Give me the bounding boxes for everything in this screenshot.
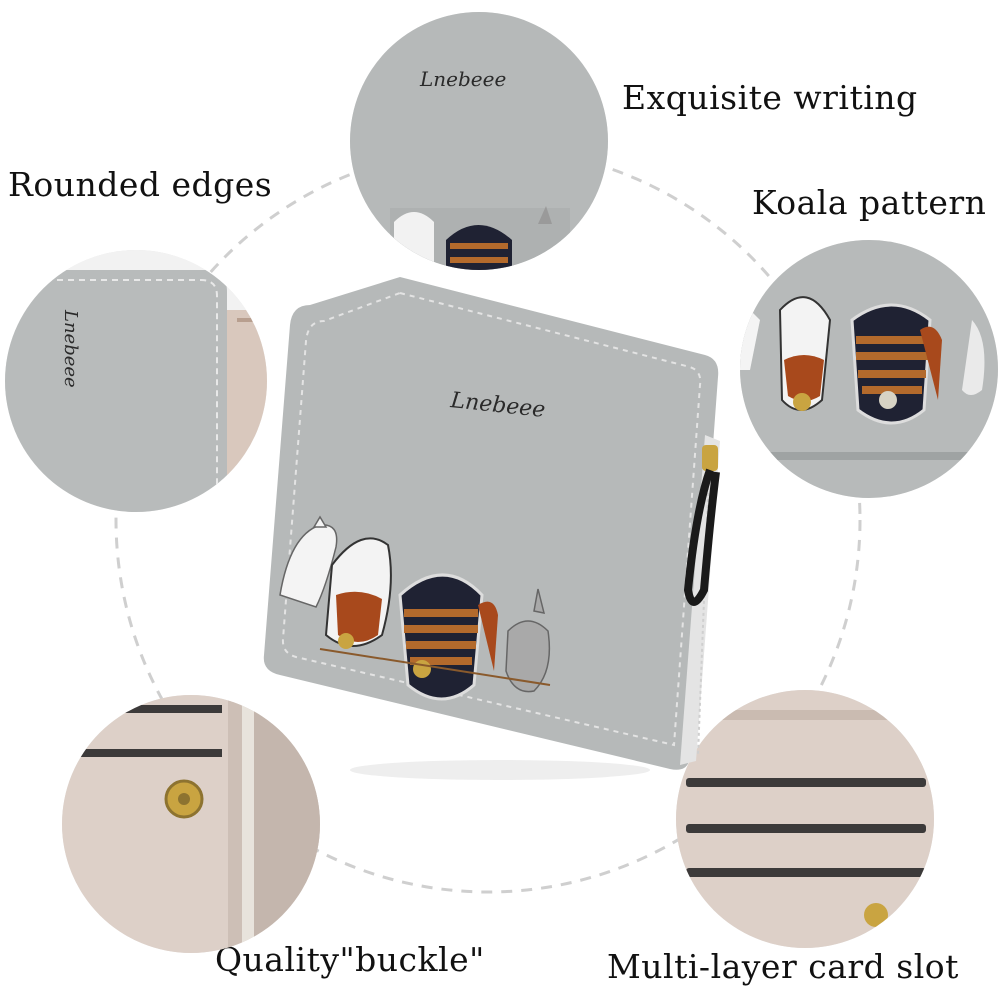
label-quality-buckle: Quality"buckle" (215, 940, 485, 979)
detail-card-slot-circle (676, 690, 934, 948)
detail-writing-circle: Lnebeee (350, 12, 608, 270)
detail-rounded-edges-circle: Lnebeee (5, 250, 267, 512)
label-exquisite-writing: Exquisite writing (622, 78, 918, 117)
detail-koala-pattern-circle (740, 240, 998, 498)
brand-script-vertical: Lnebeee (60, 309, 81, 388)
wallet-product-image: Lnebeee (250, 265, 730, 785)
label-koala-pattern: Koala pattern (752, 183, 987, 222)
label-rounded-edges: Rounded edges (8, 165, 273, 204)
label-card-slot: Multi-layer card slot (607, 947, 959, 986)
brand-script-writing: Lnebeee (419, 67, 506, 91)
